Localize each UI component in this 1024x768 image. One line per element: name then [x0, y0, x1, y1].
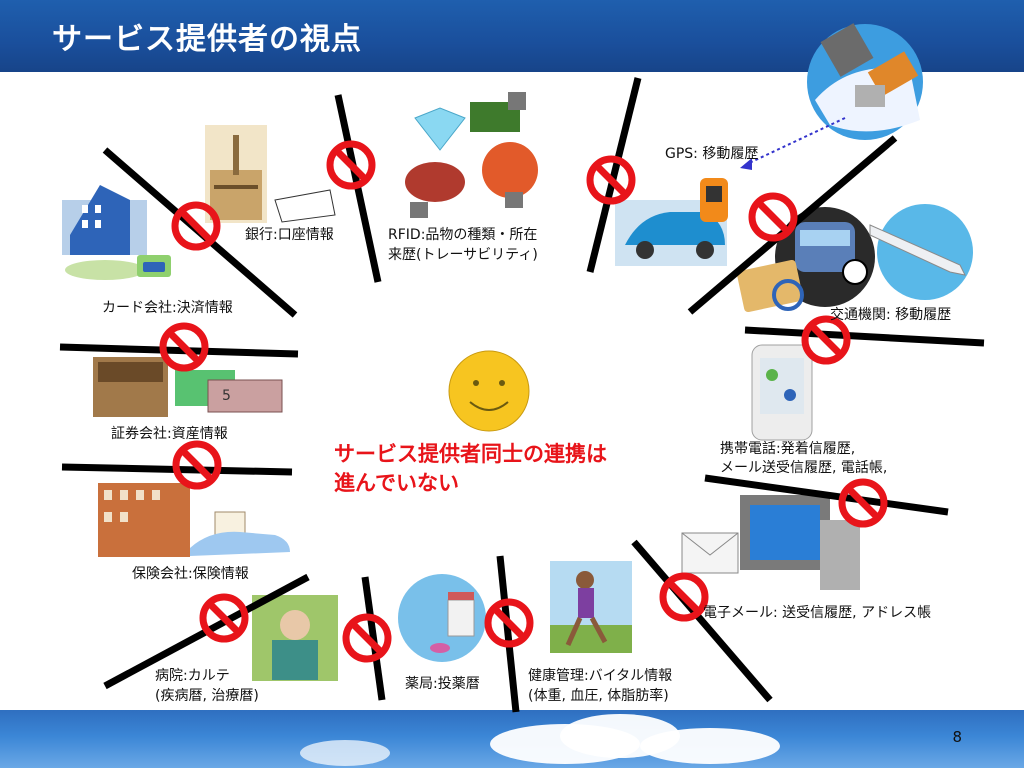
office-building-icon [62, 185, 147, 280]
slide-title: サービス提供者の視点 [52, 22, 362, 57]
insurance-label: 保険会社:保険情報 [132, 566, 249, 582]
transport-label: 交通機関: 移動履歴 [830, 307, 952, 323]
email-label: 電子メール: 送受信履歴, アドレス帳 [703, 605, 932, 621]
rfid-label-line2: 来歴(トレーサビリティ) [388, 247, 538, 263]
mobile-label-line1: 携帯電話:発着信履歴, [720, 441, 856, 457]
message-line2: 進んでいない [334, 471, 459, 495]
document-car-icon [190, 511, 290, 556]
train-icon [775, 207, 875, 307]
securities-label: 証券会社:資産情報 [111, 426, 228, 442]
pharmacy-label: 薬局:投薬暦 [405, 676, 480, 692]
surgeon-icon [252, 595, 338, 681]
no-entry-icon [586, 155, 636, 205]
hospital-label-line1: 病院:カルテ [155, 668, 230, 684]
no-entry-icon [199, 593, 249, 643]
svg-text:5: 5 [222, 388, 231, 404]
bank-label: 銀行:口座情報 [245, 227, 334, 243]
runner-icon [550, 561, 632, 653]
computer-icon [740, 495, 860, 590]
hospital-label-line2: (疾病暦, 治療暦) [155, 688, 259, 704]
card-company-label: カード会社:決済情報 [102, 300, 233, 316]
gps-label: GPS: 移動履歴 [665, 146, 759, 162]
no-entry-icon [159, 322, 209, 372]
credit-card-icon [137, 255, 171, 277]
no-entry-icon [342, 613, 392, 663]
airplane-icon [869, 204, 973, 300]
money-icon: 5 [175, 370, 283, 413]
gem-icon [405, 92, 538, 218]
no-entry-icon [659, 572, 709, 622]
ticket-card-icon [737, 259, 804, 313]
health-label-line2: (体重, 血圧, 体脂肪率) [528, 688, 669, 704]
no-entry-icon [171, 201, 221, 251]
mobile-label-line2: メール送受信履歴, 電話帳, [720, 460, 888, 476]
stock-exchange-icon [93, 357, 168, 417]
no-entry-icon [838, 478, 888, 528]
satellite-icon [807, 23, 923, 140]
message-line1: サービス提供者同士の連携は [334, 442, 607, 466]
gps-device-icon [700, 178, 728, 222]
smiley-face-icon [448, 350, 530, 432]
no-entry-icon [326, 140, 376, 190]
no-entry-icon [172, 440, 222, 490]
rfid-label-line1: RFID:品物の種類・所在 [388, 227, 538, 243]
insurance-building-icon [98, 483, 190, 557]
envelope-icon [681, 532, 739, 574]
no-entry-icon [801, 315, 851, 365]
page-number: 8 [952, 728, 962, 746]
no-entry-icon [484, 598, 534, 648]
footer-sky [0, 710, 1024, 768]
prohibit-signs [159, 140, 888, 663]
bank-building-icon [205, 125, 336, 223]
mobile-phone-icon [751, 344, 813, 441]
medicine-icon [398, 574, 486, 662]
no-entry-icon [748, 192, 798, 242]
central-message: サービス提供者同士の連携は 進んでいない [334, 440, 607, 498]
health-label-line1: 健康管理:バイタル情報 [528, 668, 673, 684]
